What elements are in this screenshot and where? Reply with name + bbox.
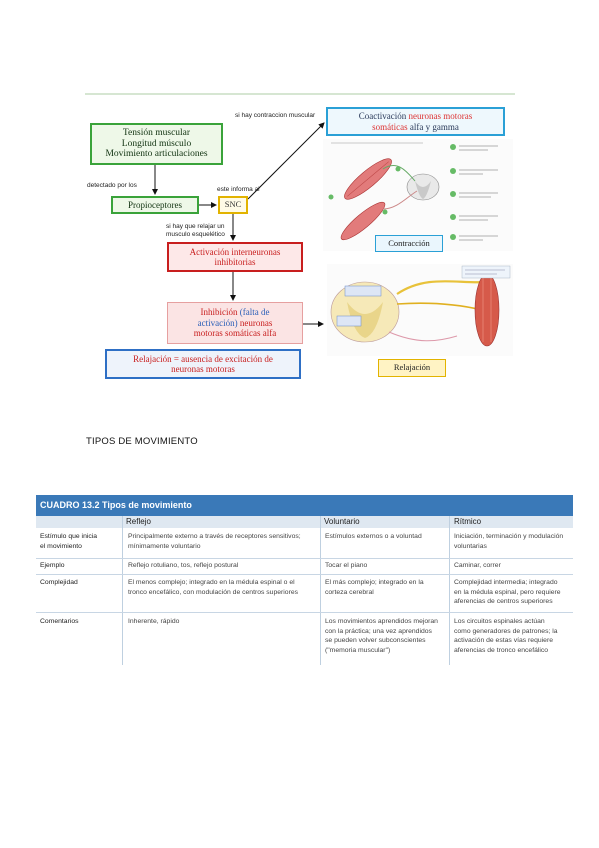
cell-ejemplo-voluntario: Tocar el piano [325, 562, 368, 569]
coactivation-line-2: somáticas alfa y gamma [372, 121, 459, 132]
row-label-estimulo: Estímulo que inicia el movimiento [40, 533, 98, 550]
propioceptores-box: Propioceptores [111, 196, 199, 214]
detected-by-label: detectado por los [87, 182, 137, 189]
arrow-snc-to-coactivation [247, 122, 325, 200]
row-separator [36, 558, 573, 559]
snc-text: SNC [224, 199, 242, 210]
tension-line-1: Tensión muscular [122, 127, 191, 138]
cell-ejemplo-ritmico: Caminar, correr [454, 562, 501, 569]
connector-arrows [152, 122, 325, 327]
inhibition-line-3: motoras somáticas alfa [193, 328, 277, 339]
cell-estimulo-ritmico: Iniciación, terminación y modulación vol… [454, 533, 564, 550]
cell-comentarios-reflejo: Inherente, rápido [128, 618, 180, 625]
contraction-text: Contracción [388, 237, 430, 248]
cell-estimulo-voluntario: Estímulos externos o a voluntad [325, 533, 422, 540]
sends-to-label: este informa al [217, 186, 260, 193]
if-relax-label-2: musculo esquelético [166, 231, 225, 238]
table-caption: CUADRO 13.2 Tipos de movimiento [40, 500, 192, 510]
coactivation-line-1: Coactivación neuronas motoras [358, 111, 473, 122]
propioceptores-text: Propioceptores [128, 199, 182, 210]
row-separator [36, 612, 573, 613]
cell-estimulo-reflejo: Principalmente externo a través de recep… [128, 533, 301, 550]
activation-line-2: inhibitorias [214, 257, 256, 267]
row-label-complejidad: Complejidad [40, 579, 78, 586]
contraction-label-box: Contracción [375, 235, 443, 252]
snc-box: SNC [218, 196, 248, 214]
relaxation-label-box: Relajación [378, 359, 446, 377]
header-voluntario: Voluntario [324, 517, 360, 526]
if-contraction-label: si hay contraccion muscular [235, 112, 316, 119]
cell-complejidad-reflejo: El menos complejo; integrado en la médul… [128, 579, 299, 596]
movement-types-table: CUADRO 13.2 Tipos de movimiento Reflejo … [36, 495, 573, 665]
if-relax-label-1: si hay que relajar un [166, 223, 225, 230]
cell-complejidad-ritmico: Complejidad intermedia; integrado en la … [454, 579, 561, 605]
cell-comentarios-voluntario: Los movimientos aprendidos mejoran con l… [325, 618, 438, 654]
col-separator [449, 516, 450, 665]
cell-comentarios-ritmico: Los circuitos espinales actúan como gene… [454, 618, 558, 654]
activation-line-1: Activación interneuronas [189, 246, 281, 257]
relaxation-text: Relajación [393, 362, 431, 373]
relaxation-line-2: neuronas motoras [171, 364, 235, 374]
contraction-illustration [323, 139, 513, 251]
col-separator [320, 516, 321, 665]
inhibition-box: Inhibición (falta de activación) neurona… [167, 302, 303, 344]
tension-line-2: Longitud músculo [121, 138, 192, 149]
tension-box: Tensión muscular Longitud músculo Movimi… [90, 123, 223, 165]
header-reflejo: Reflejo [126, 517, 151, 526]
section-title: TIPOS DE MOVIMIENTO [86, 436, 198, 447]
col-separator [122, 516, 123, 665]
row-separator [36, 574, 573, 575]
cell-ejemplo-reflejo: Reflejo rotuliano, tos, reflejo postural [128, 562, 239, 569]
inhibition-line-1: Inhibición (falta de [200, 307, 270, 318]
table-header-row: Reflejo Voluntario Rítmico [36, 516, 573, 528]
concept-map-figure: Tensión muscular Longitud músculo Movimi… [85, 93, 515, 393]
table-caption-bar: CUADRO 13.2 Tipos de movimiento [36, 495, 573, 516]
cell-complejidad-voluntario: El más complejo; integrado en la corteza… [325, 579, 424, 596]
tension-line-3: Movimiento articulaciones [105, 149, 208, 160]
row-label-ejemplo: Ejemplo [40, 562, 65, 569]
coactivation-box: Coactivación neuronas motoras somáticas … [326, 107, 505, 136]
row-label-comentarios: Comentarios [40, 618, 79, 625]
activation-box: Activación interneuronas inhibitorias [167, 242, 303, 272]
relaxation-box: Relajación = ausencia de excitación de n… [105, 349, 301, 379]
header-ritmico: Rítmico [454, 517, 482, 526]
relaxation-illustration [327, 264, 513, 356]
figure-top-border [85, 93, 515, 95]
relaxation-line-1: Relajación = ausencia de excitación de [133, 353, 273, 364]
inhibition-line-2: activación) neuronas [197, 317, 273, 328]
